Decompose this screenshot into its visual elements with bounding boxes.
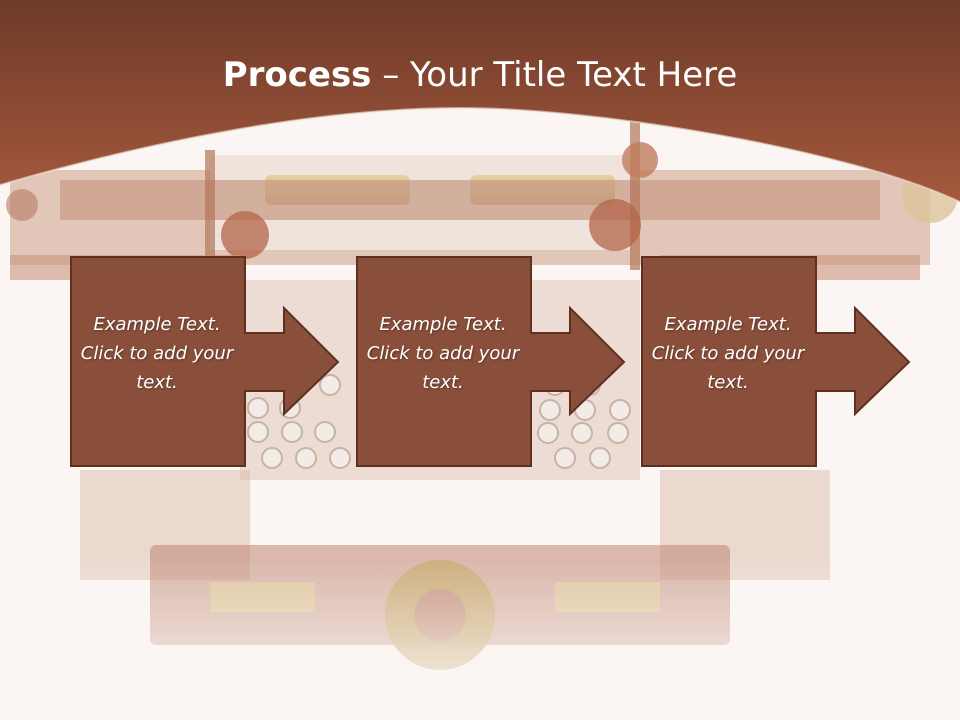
title-rest: – Your Title Text Here	[371, 55, 738, 95]
process-step-2[interactable]: Example Text. Click to add your text.	[356, 256, 626, 468]
step-text: Example Text. Click to add your text.	[80, 314, 234, 393]
arrow-right-icon	[70, 256, 340, 467]
process-step-1[interactable]: Example Text. Click to add your text.	[70, 256, 340, 468]
process-step-3[interactable]: Example Text. Click to add your text.	[641, 256, 911, 468]
step-text: Example Text. Click to add your text.	[366, 314, 520, 393]
title-bold: Process	[222, 55, 372, 95]
step-text: Example Text. Click to add your text.	[651, 314, 805, 393]
arrow-right-icon	[356, 256, 626, 467]
arrow-right-icon	[641, 256, 911, 467]
slide-title[interactable]: Process – Your Title Text Here	[0, 52, 960, 98]
